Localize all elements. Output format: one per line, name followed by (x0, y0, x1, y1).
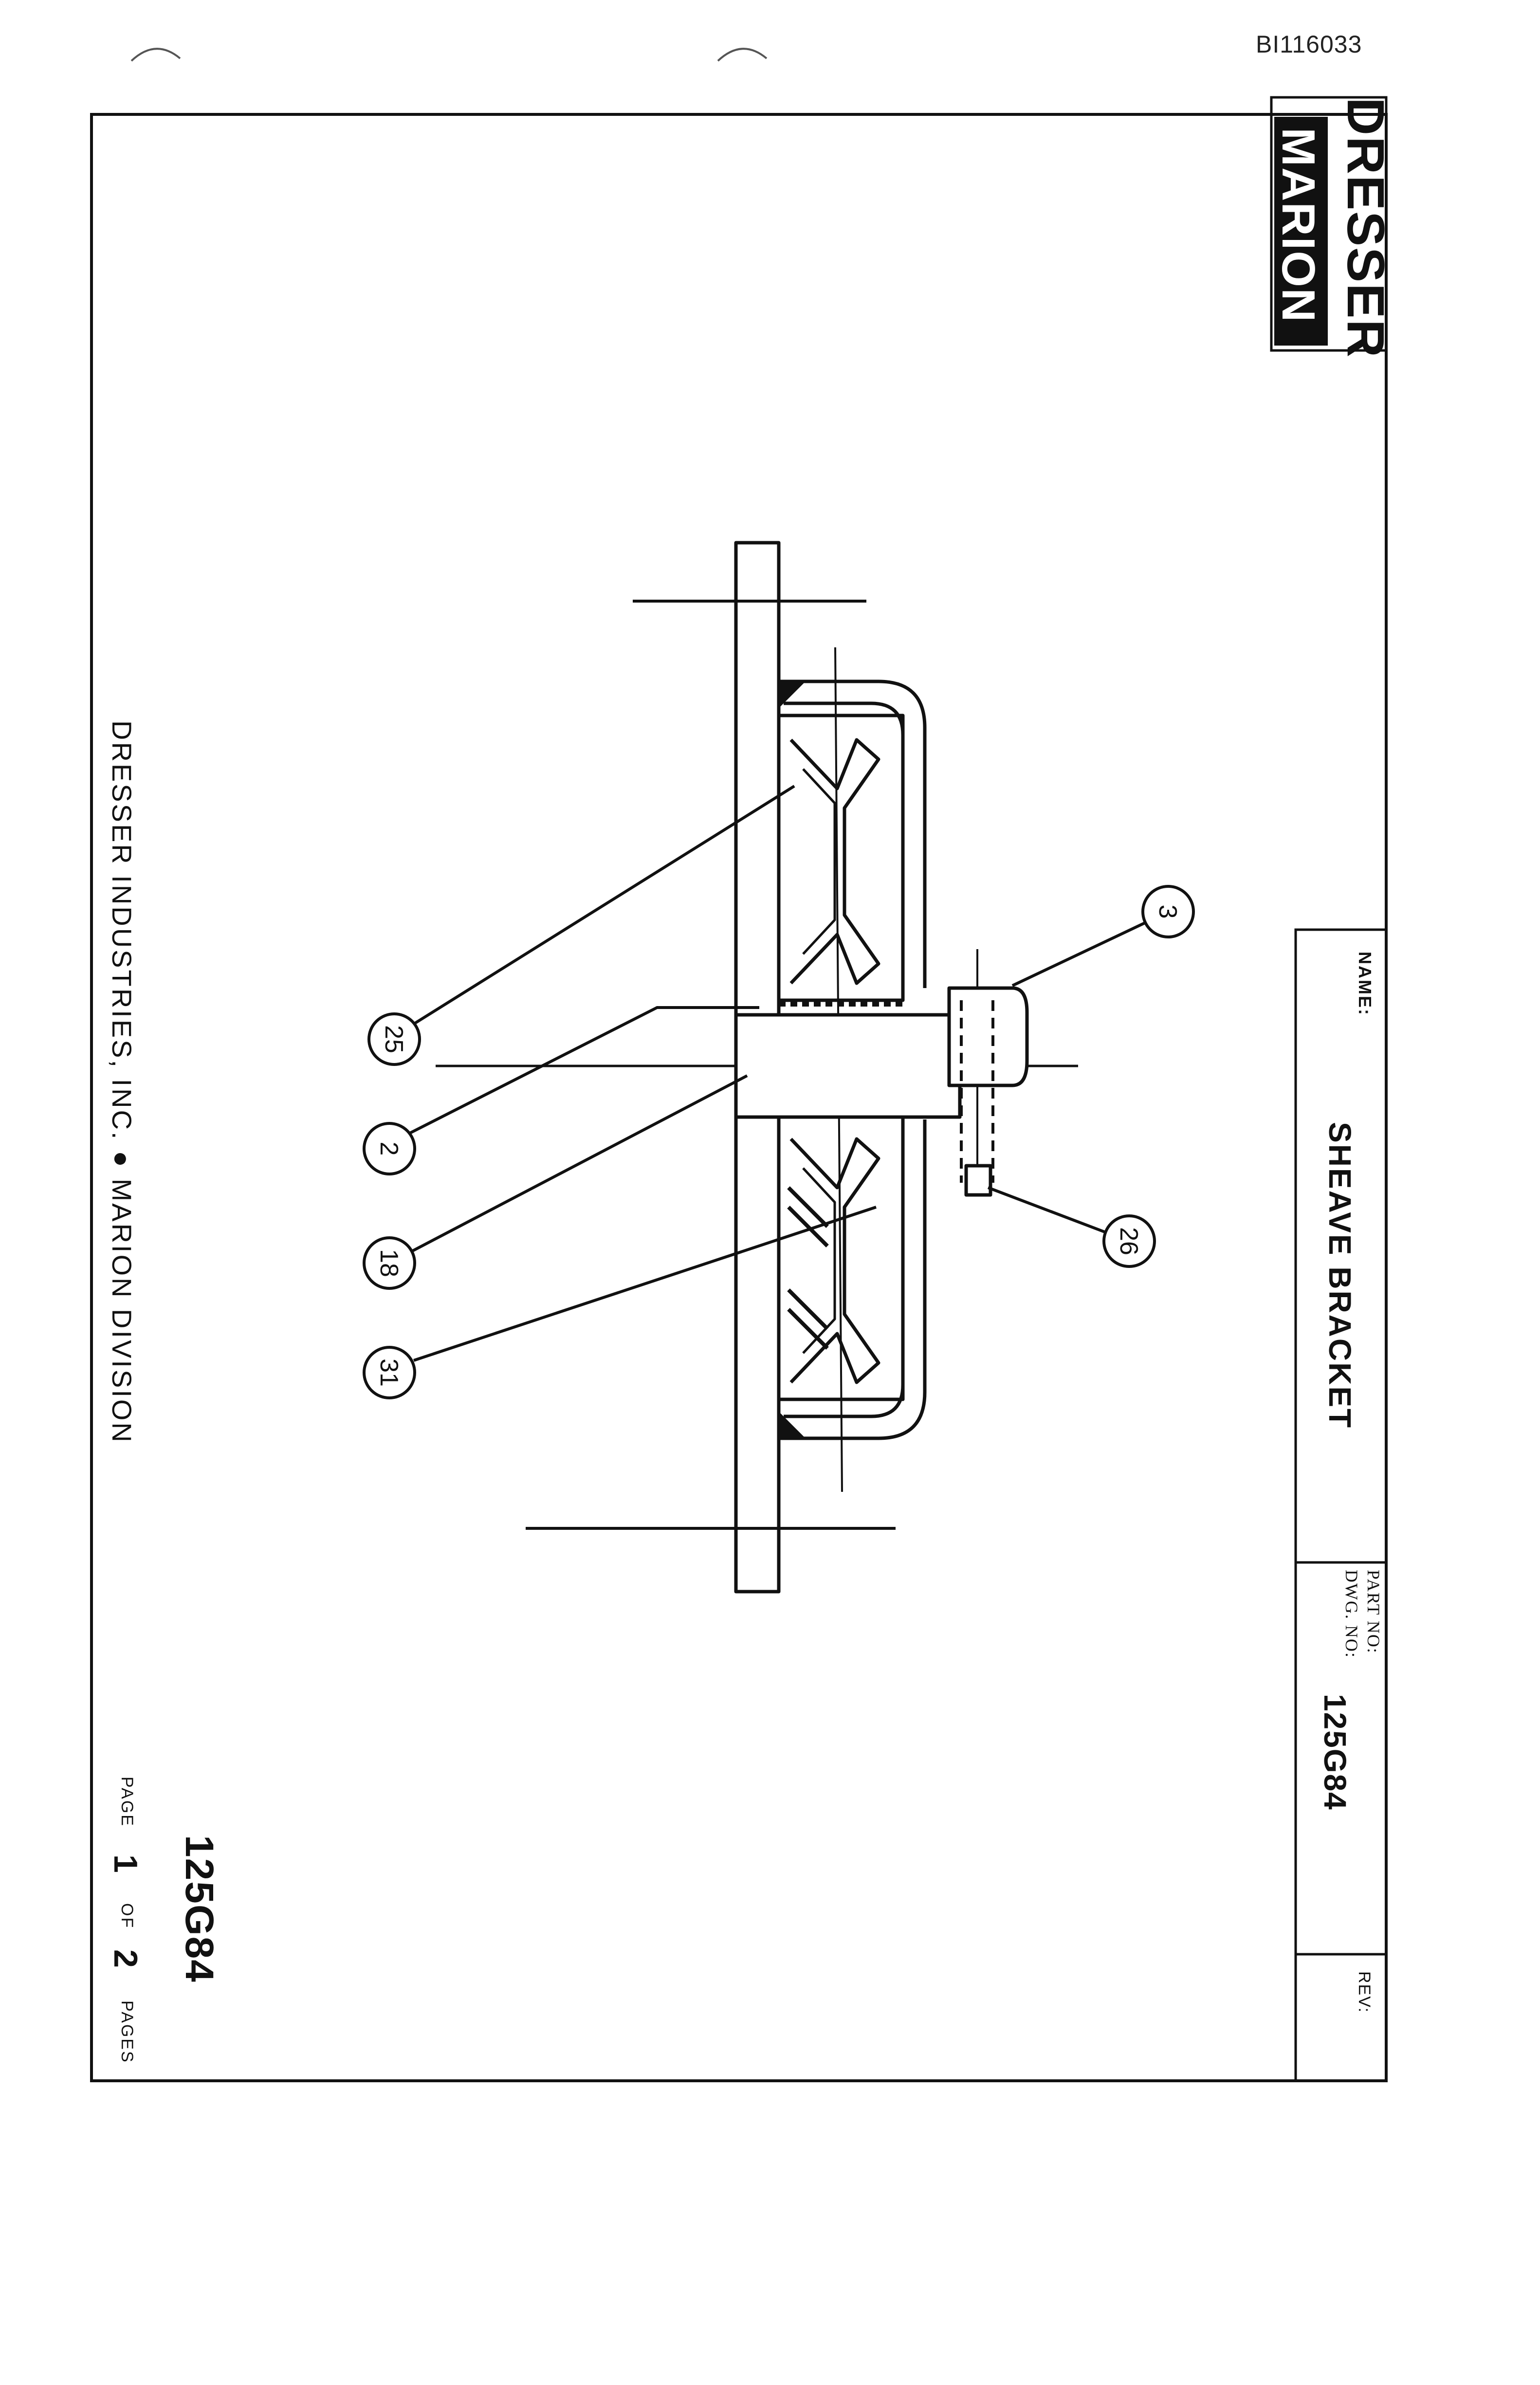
brand-marion: MARION (1272, 128, 1324, 323)
balloon-2 (363, 1122, 416, 1175)
page-total: 2 (107, 1949, 144, 1968)
pages-word: PAGES (118, 2000, 136, 2064)
bates-number: BI116033 (1256, 31, 1362, 58)
callout-label: 31 (375, 1358, 403, 1387)
leader-26 (987, 1186, 1111, 1235)
shaft-pin (734, 1013, 962, 1119)
sheave-upper (777, 714, 905, 1002)
dwg-number: 125G84 (1318, 1694, 1353, 1811)
brand-dresser: DRESSER (1337, 97, 1395, 359)
footer-dwg-number: 125G84 (177, 1835, 221, 1983)
leader-lines (407, 785, 1152, 1362)
hatch-lower (787, 1186, 829, 1350)
punch-mark-left (130, 48, 181, 62)
callout-label: 3 (1154, 905, 1182, 919)
balloon-18 (363, 1236, 416, 1290)
housing-weld-bottom (777, 1412, 805, 1440)
company-name: DRESSER INDUSTRIES, INC. ● MARION DIVISI… (107, 720, 137, 1444)
balloon-31 (363, 1346, 416, 1399)
cotter-pin (964, 1164, 992, 1197)
page-word: PAGE (118, 1777, 136, 1827)
leader-18 (407, 1074, 748, 1255)
sheave-housing (779, 679, 927, 1440)
title-block (1294, 928, 1388, 2082)
balloon-3 (1141, 885, 1195, 938)
callout-label: 18 (375, 1249, 403, 1277)
callout-balloons (363, 885, 1195, 1399)
sheave-groove-lower (789, 1137, 880, 1384)
name-label: NAME: (1355, 952, 1375, 1016)
leader-2 (407, 1006, 759, 1136)
logo-dark-band (1274, 117, 1328, 346)
punch-mark-right (717, 48, 768, 62)
rev-label: REV: (1355, 1971, 1374, 2014)
page-current: 1 (107, 1854, 144, 1873)
part-name: SHEAVE BRACKET (1322, 1122, 1357, 1430)
sheave-groove-upper-inner (802, 768, 836, 955)
of-word: OF (118, 1903, 136, 1929)
sheave-bracket-drawing (436, 541, 1078, 1594)
leader-25 (412, 785, 795, 1026)
part-no-label: PART NO: (1364, 1570, 1383, 1654)
sheave-groove-upper (789, 738, 880, 985)
callout-label: 25 (380, 1025, 408, 1053)
leader-3 (1011, 918, 1152, 987)
housing-weld-top (777, 679, 805, 708)
logo-frame (1270, 96, 1388, 352)
callout-label: 2 (375, 1142, 403, 1156)
sheave-groove-lower-inner (802, 1167, 836, 1354)
bolt-head (947, 986, 1029, 1087)
balloon-25 (367, 1012, 421, 1066)
callout-label: 26 (1115, 1227, 1143, 1255)
leader-31 (413, 1206, 877, 1362)
balloon-26 (1102, 1214, 1156, 1268)
callout-labels: 25 2 18 31 3 26 (375, 905, 1182, 1387)
dwg-no-label: DWG. NO: (1342, 1570, 1361, 1658)
